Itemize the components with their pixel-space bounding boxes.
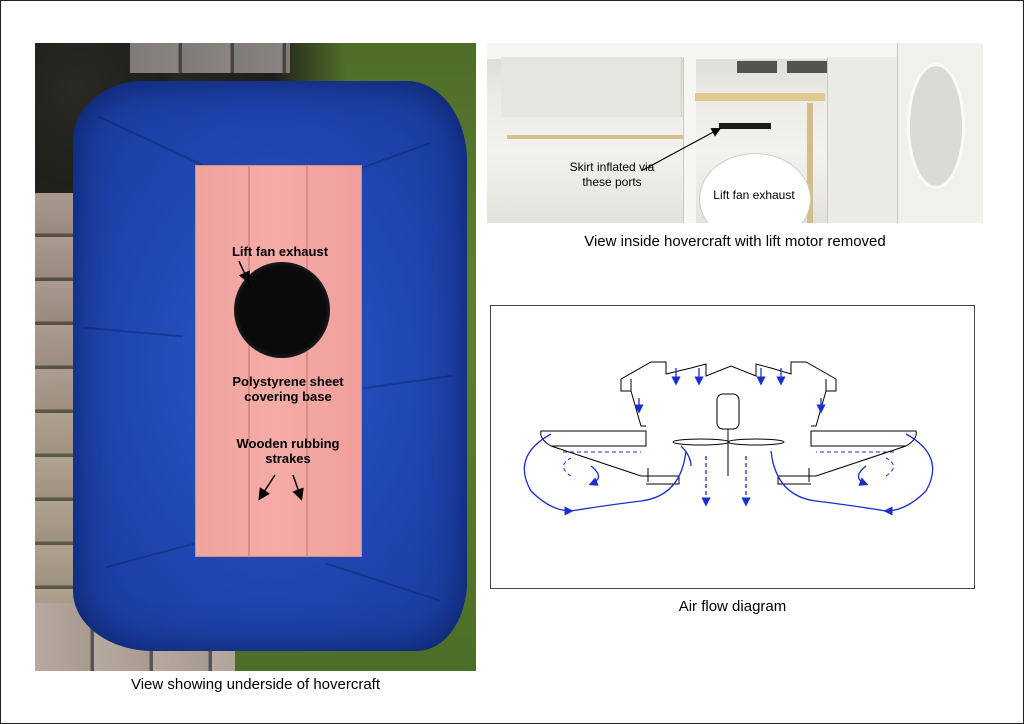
air-flow-diagram — [490, 305, 975, 589]
lift-fan-exhaust-hole — [234, 262, 330, 358]
wooden-strip — [695, 93, 825, 101]
label-skirt-line2: these ports — [582, 175, 642, 189]
arrow-to-strake-right — [292, 474, 304, 501]
label-strakes-line2: strakes — [265, 451, 311, 466]
label-strakes: Wooden rubbing strakes — [218, 436, 358, 466]
rubbing-strake — [248, 166, 250, 556]
divider-wall — [683, 57, 696, 223]
vent-slot — [737, 61, 777, 73]
inside-photo: Skirt inflated via these ports Lift fan … — [487, 43, 983, 223]
arrow-to-strake-left — [258, 474, 276, 501]
polystyrene-base — [195, 165, 362, 557]
skirt-port — [719, 123, 771, 129]
vent-slot — [787, 61, 827, 73]
underside-arrows — [238, 260, 304, 501]
label-inside-lift-fan-exhaust: Lift fan exhaust — [713, 188, 795, 202]
caption-inside: View inside hovercraft with lift motor r… — [584, 233, 886, 250]
hull-outline — [540, 361, 917, 485]
flow-arrows — [523, 368, 934, 516]
caption-underside: View showing underside of hovercraft — [130, 676, 381, 693]
label-polystyrene: Polystyrene sheet covering base — [213, 374, 363, 404]
left-compartment-wall — [501, 57, 682, 117]
dashed-flow — [563, 451, 894, 477]
inside-arrows — [642, 127, 722, 171]
wooden-strip-vertical — [807, 103, 813, 223]
brick-path-top — [130, 43, 290, 73]
label-skirt-line1: Skirt inflated via — [569, 160, 655, 174]
wooden-strip — [507, 135, 683, 139]
underside-photo: Lift fan exhaust Polystyrene sheet cover… — [35, 43, 476, 671]
label-lift-fan-exhaust: Lift fan exhaust — [231, 244, 329, 259]
rubbing-strake — [306, 166, 308, 556]
lift-fan-exhaust-opening — [699, 153, 811, 223]
label-polystyrene-line2: covering base — [244, 389, 332, 404]
caption-diagram: Air flow diagram — [678, 598, 787, 615]
right-compartment — [827, 57, 898, 223]
arrow-to-skirt-port — [642, 127, 722, 171]
label-strakes-line1: Wooden rubbing — [236, 436, 340, 451]
air-flow-diagram-svg — [523, 361, 934, 516]
arrow-to-exhaust — [238, 260, 250, 284]
fan-duct-opening — [907, 63, 965, 189]
label-skirt-ports: Skirt inflated via these ports — [547, 160, 677, 190]
label-polystyrene-line1: Polystyrene sheet — [232, 374, 344, 389]
